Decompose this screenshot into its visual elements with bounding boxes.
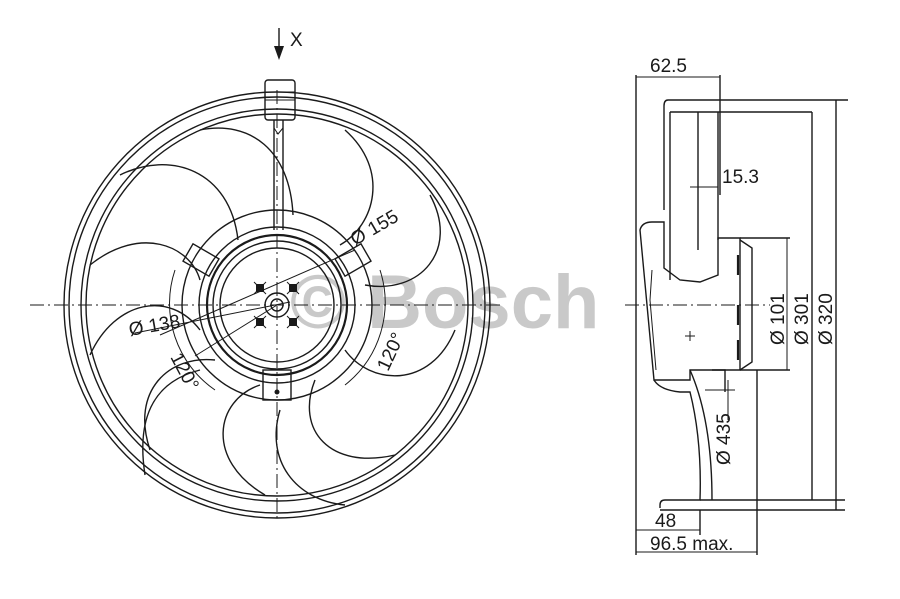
dim-hub-inner: Ø 138	[127, 311, 182, 341]
dim-fan-diameter: Ø 301	[792, 293, 813, 345]
side-view: 62.5 15.3 Ø 101 Ø 301 Ø 320 Ø 435 48 96.…	[625, 56, 848, 555]
mounting-bolt-icons	[253, 281, 300, 329]
view-arrow-icon	[274, 28, 284, 60]
dim-shroud-diameter: Ø 320	[816, 293, 837, 345]
dim-total-depth: 96.5 max.	[650, 534, 733, 555]
dim-hub-outer: Ø 155	[347, 206, 402, 250]
motor-hub	[169, 209, 386, 401]
dim-depth-top: 62.5	[650, 56, 687, 77]
dim-leader-138	[134, 301, 291, 334]
dim-frame-offset: 15.3	[722, 167, 759, 188]
watermark-text: © Bosch	[290, 260, 599, 345]
dim-leader-155	[159, 249, 356, 336]
dim-bracket: Ø 435	[714, 413, 735, 465]
dim-bracket-depth: 48	[655, 511, 676, 532]
view-marker-label: X	[290, 30, 303, 51]
connector-plug	[264, 79, 296, 230]
dim-motor-diameter: Ø 101	[768, 293, 789, 345]
